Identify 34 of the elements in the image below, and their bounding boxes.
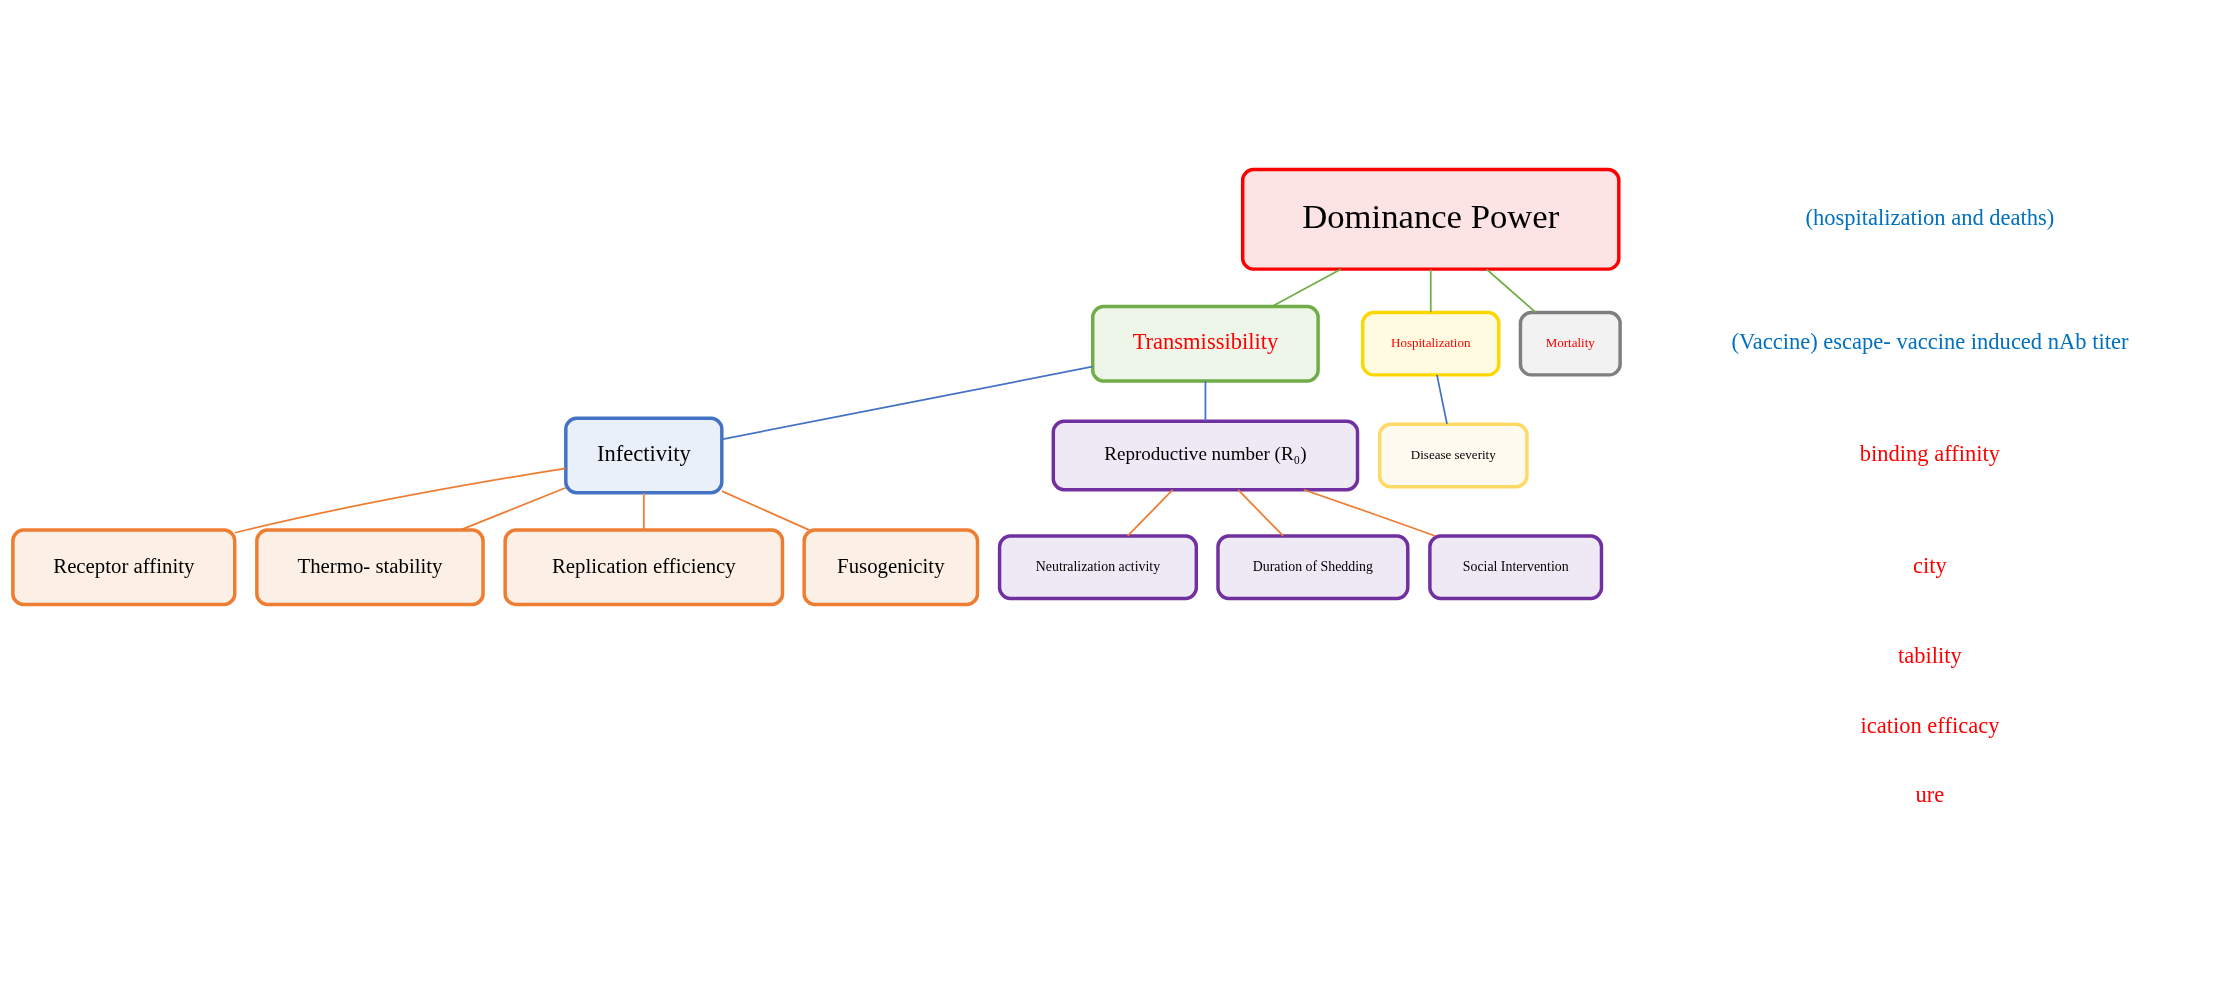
label: (hospitalization and deaths) (1805, 204, 2055, 230)
label: ication efficacy (1860, 712, 2000, 738)
connector (1302, 488, 1437, 537)
connector (1429, 268, 1432, 314)
connector (1436, 374, 1448, 425)
connector (1271, 268, 1342, 308)
node-box: Social Intervention (1428, 534, 1604, 601)
node-box: Receptor affinity (11, 528, 237, 607)
label: (Vaccine) escape- vaccine induced nAb titer (1731, 329, 2129, 355)
node-box: Transmissibility (1091, 304, 1320, 383)
label: city (1913, 552, 1947, 578)
node-box: Reproductive number (R₀) (1051, 419, 1360, 492)
connector (459, 486, 567, 531)
node-box: Replication efficiency (503, 528, 785, 607)
label: ure (1915, 781, 1945, 807)
label: binding affinity (1859, 440, 2001, 466)
node-box: Fusogenicity (802, 528, 980, 607)
node-box: Infectivity (564, 416, 724, 495)
connector (1204, 380, 1207, 422)
connector (721, 490, 810, 531)
connector (234, 467, 567, 534)
node-box: Hospitalization (1361, 310, 1501, 377)
node-box: Mortality (1518, 310, 1622, 377)
node-box: Dominance Power (1240, 167, 1621, 271)
connector (1237, 489, 1285, 537)
connector (642, 492, 645, 531)
node-box: Thermo- stability (255, 528, 485, 607)
node-box: Disease severity (1377, 422, 1529, 489)
connector (1485, 268, 1537, 314)
connector (721, 365, 1094, 441)
connector (1126, 489, 1174, 537)
label: tability (1898, 643, 1962, 669)
node-box: Neutralization activity (997, 534, 1199, 601)
node-box: Duration of Shedding (1216, 534, 1410, 601)
